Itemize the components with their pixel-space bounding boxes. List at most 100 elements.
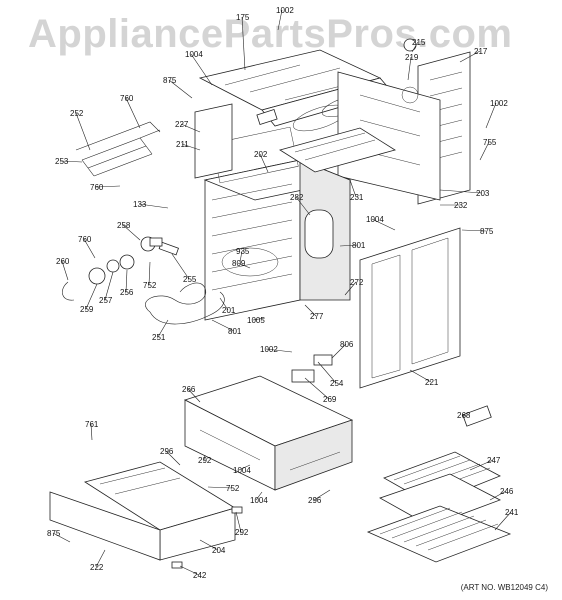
part-number-callout: 1004 <box>250 496 268 505</box>
callout-leader-line <box>462 414 467 417</box>
part-number-callout: 217 <box>474 47 488 56</box>
callout-leader-line <box>85 283 98 310</box>
part-number-callout: 1002 <box>276 6 294 15</box>
callout-leader-line <box>479 141 490 161</box>
part-number-callout: 1005 <box>247 316 265 325</box>
callout-leader-line <box>187 388 201 403</box>
callout-leader-line <box>349 179 357 198</box>
part-number-callout: 211 <box>176 140 189 149</box>
part-number-callout: 875 <box>480 227 494 236</box>
part-number-callout: 251 <box>152 333 166 342</box>
callout-leader-line <box>90 423 93 441</box>
part-number-callout: 292 <box>235 528 249 537</box>
callout-leader-line <box>439 189 483 194</box>
callout-leader-line <box>180 123 201 133</box>
callout-leader-line <box>241 16 246 71</box>
callout-leader-line <box>238 464 251 471</box>
part-number-callout: 1002 <box>260 345 278 354</box>
part-number-callout: 760 <box>90 183 104 192</box>
callout-leader-line <box>207 486 233 489</box>
callout-leader-line <box>237 262 251 269</box>
watermark-text: AppliancePartsPros.com <box>28 12 513 56</box>
callout-leader-line <box>252 317 266 321</box>
callout-leader-line <box>407 56 412 81</box>
part-number-callout: 1004 <box>185 50 203 59</box>
callout-leader-line <box>165 450 181 466</box>
part-number-callout: 201 <box>222 306 236 315</box>
part-number-callout: 268 <box>457 411 471 420</box>
callout-leader-line <box>239 250 243 263</box>
callout-leader-line <box>61 260 69 281</box>
part-number-callout: 296 <box>308 496 322 505</box>
part-number-callout: 227 <box>175 120 189 129</box>
part-number-callout: 232 <box>454 201 468 210</box>
part-number-callout: 266 <box>182 385 196 394</box>
part-number-callout: 133 <box>133 200 147 209</box>
left-side-panel-part <box>194 103 233 179</box>
part-number-callout: 760 <box>120 94 134 103</box>
callout-leader-line <box>344 281 357 296</box>
callout-leader-line <box>317 361 337 384</box>
callout-leader-line <box>485 102 497 129</box>
callout-leader-line <box>255 491 263 501</box>
part-number-callout: 761 <box>85 420 99 429</box>
bake-element-part <box>145 282 225 325</box>
part-number-callout: 1004 <box>366 215 384 224</box>
part-number-callout: 203 <box>476 189 490 198</box>
callout-leader-line <box>190 53 213 86</box>
callout-leader-line <box>461 229 487 232</box>
part-number-callout: 255 <box>183 275 197 284</box>
callout-leader-line <box>181 143 201 151</box>
vent-duct-part <box>279 127 396 259</box>
part-number-callout: 752 <box>143 281 157 290</box>
callout-leader-line <box>304 304 317 317</box>
callout-leader-line <box>179 565 200 576</box>
part-number-callout: 801 <box>352 241 366 250</box>
callout-leader-line <box>83 238 96 259</box>
part-number-callout: 242 <box>193 571 207 580</box>
part-number-callout: 258 <box>117 221 131 230</box>
part-number-callout: 296 <box>160 447 174 456</box>
part-number-callout: 247 <box>487 456 501 465</box>
callout-leader-lines <box>52 9 512 576</box>
storage-drawer-part <box>49 461 236 561</box>
part-number-callout: 231 <box>350 193 364 202</box>
part-number-callout: 760 <box>78 235 92 244</box>
callout-leader-line <box>371 218 396 231</box>
callout-leader-line <box>125 269 128 293</box>
callout-leader-line <box>295 196 311 216</box>
callout-leader-line <box>168 79 193 99</box>
callout-leader-line <box>259 153 269 173</box>
part-number-callout: 215 <box>412 38 426 47</box>
callout-leader-line <box>331 343 347 359</box>
part-number-callout: 1002 <box>490 99 508 108</box>
callout-leader-line <box>494 511 512 531</box>
callout-leader-line <box>199 539 219 551</box>
part-number-callout: 246 <box>500 487 514 496</box>
part-number-callout: 241 <box>505 508 519 517</box>
part-number-callout: 935 <box>236 247 250 256</box>
callout-leader-line <box>277 9 283 31</box>
callout-leader-line <box>219 297 229 311</box>
callout-leader-line <box>104 271 114 301</box>
callout-leader-line <box>122 224 141 241</box>
callout-leader-line <box>235 511 242 533</box>
part-number-callout: 259 <box>80 305 94 314</box>
part-number-callout: 222 <box>90 563 104 572</box>
part-number-callout: 752 <box>226 484 240 493</box>
small-parts <box>149 38 492 569</box>
drawer-housing-part <box>183 375 354 491</box>
callout-leader-line <box>411 41 419 53</box>
part-number-callout: 875 <box>163 76 177 85</box>
part-number-callout: 809 <box>232 259 246 268</box>
part-number-callout: 272 <box>350 278 364 287</box>
callout-leader-line <box>52 532 71 543</box>
part-number-callout: 806 <box>340 340 354 349</box>
callout-leader-line <box>95 549 106 568</box>
callout-leader-line <box>75 112 91 151</box>
broiler-pan-part <box>366 451 512 563</box>
art-number-label: (ART NO. WB12049 C4) <box>460 583 548 592</box>
part-number-callout: 1004 <box>233 466 251 475</box>
